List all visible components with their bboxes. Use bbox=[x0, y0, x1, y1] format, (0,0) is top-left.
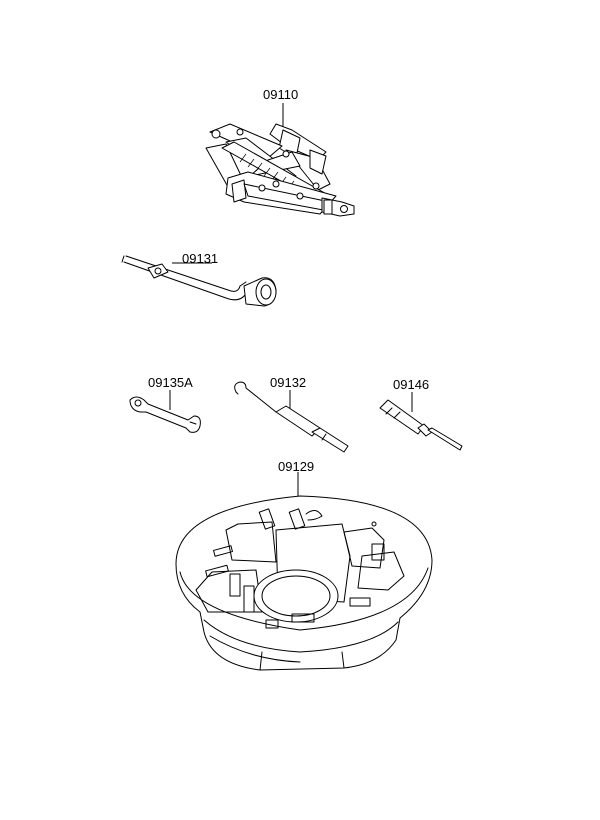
part-number-screwdriver: 09146 bbox=[393, 377, 429, 392]
hook-tool-icon[interactable] bbox=[234, 381, 349, 453]
part-number-wrench: 09135A bbox=[148, 375, 193, 390]
part-number-hook-tool: 09132 bbox=[270, 375, 306, 390]
tool-tray-icon[interactable] bbox=[175, 472, 433, 671]
part-number-tool-tray: 09129 bbox=[278, 459, 314, 474]
part-number-jack: 09110 bbox=[263, 87, 298, 102]
scissor-jack-icon[interactable] bbox=[205, 103, 355, 217]
part-number-jack-handle: 09131 bbox=[182, 251, 218, 266]
wrench-icon[interactable] bbox=[129, 390, 201, 433]
jack-handle-icon[interactable] bbox=[121, 255, 277, 307]
screwdriver-icon[interactable] bbox=[379, 392, 463, 451]
